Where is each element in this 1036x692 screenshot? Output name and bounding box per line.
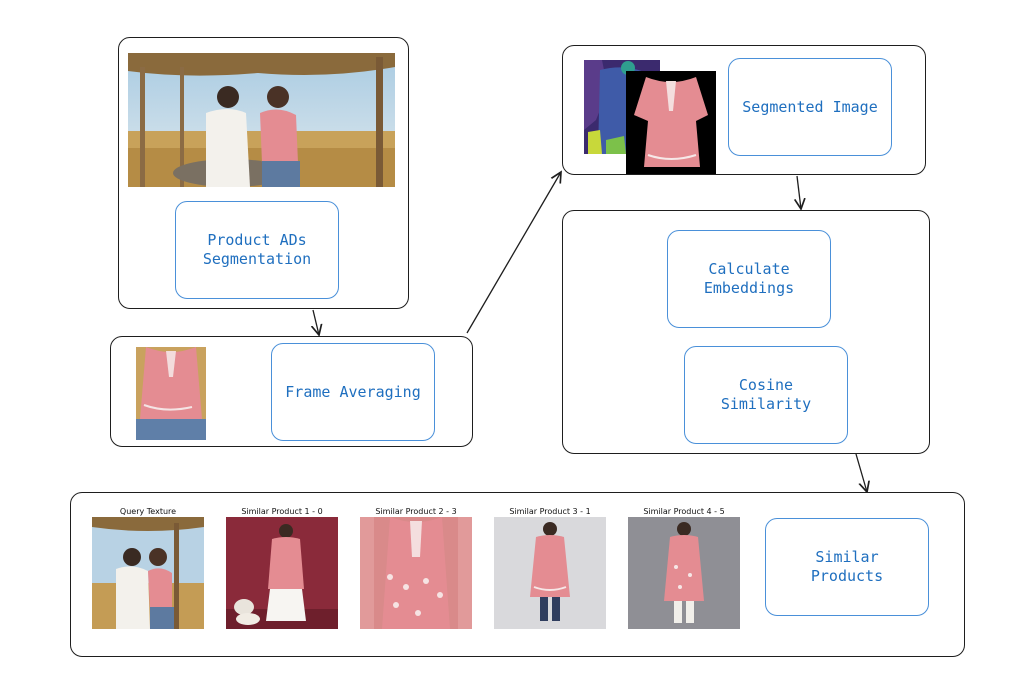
arrow-seg-to-frame <box>313 309 319 335</box>
product-2-photo <box>360 517 472 629</box>
similar-products-label: Similar Products <box>765 518 929 616</box>
segmented-image-panel: Segmented Image <box>562 45 926 175</box>
embeddings-label: Calculate Embeddings <box>667 230 831 328</box>
segmentation-label: Product ADs Segmentation <box>175 201 339 299</box>
segmented-image-label: Segmented Image <box>728 58 892 156</box>
arrow-frame-to-segmented <box>466 172 561 334</box>
caption-product-1: Similar Product 1 - 0 <box>241 507 323 516</box>
product-4-photo <box>628 517 740 629</box>
cosine-similarity-label: Cosine Similarity <box>684 346 848 444</box>
ad-scene-photo <box>128 53 395 187</box>
arrow-segmented-to-embedding-panel <box>797 175 801 209</box>
product-3-photo <box>494 517 606 629</box>
segmented-kurta-image <box>626 71 716 174</box>
similarity-panel: Calculate Embeddings Cosine Similarity <box>562 210 930 454</box>
frame-averaging-panel: Frame Averaging <box>110 336 473 447</box>
caption-query: Query Texture <box>119 507 177 516</box>
caption-product-2: Similar Product 2 - 3 <box>375 507 457 516</box>
product-1-photo <box>226 517 338 629</box>
kurta-crop-photo <box>136 347 206 440</box>
caption-product-3: Similar Product 3 - 1 <box>509 507 591 516</box>
caption-product-4: Similar Product 4 - 5 <box>643 507 725 516</box>
frame-averaging-label: Frame Averaging <box>271 343 435 441</box>
segmentation-panel: Product ADs Segmentation <box>118 37 409 309</box>
arrow-cosine-to-results <box>855 453 867 492</box>
results-panel: Query Texture Similar Product 1 - 0 Simi… <box>70 492 965 657</box>
query-texture-photo <box>92 517 204 629</box>
